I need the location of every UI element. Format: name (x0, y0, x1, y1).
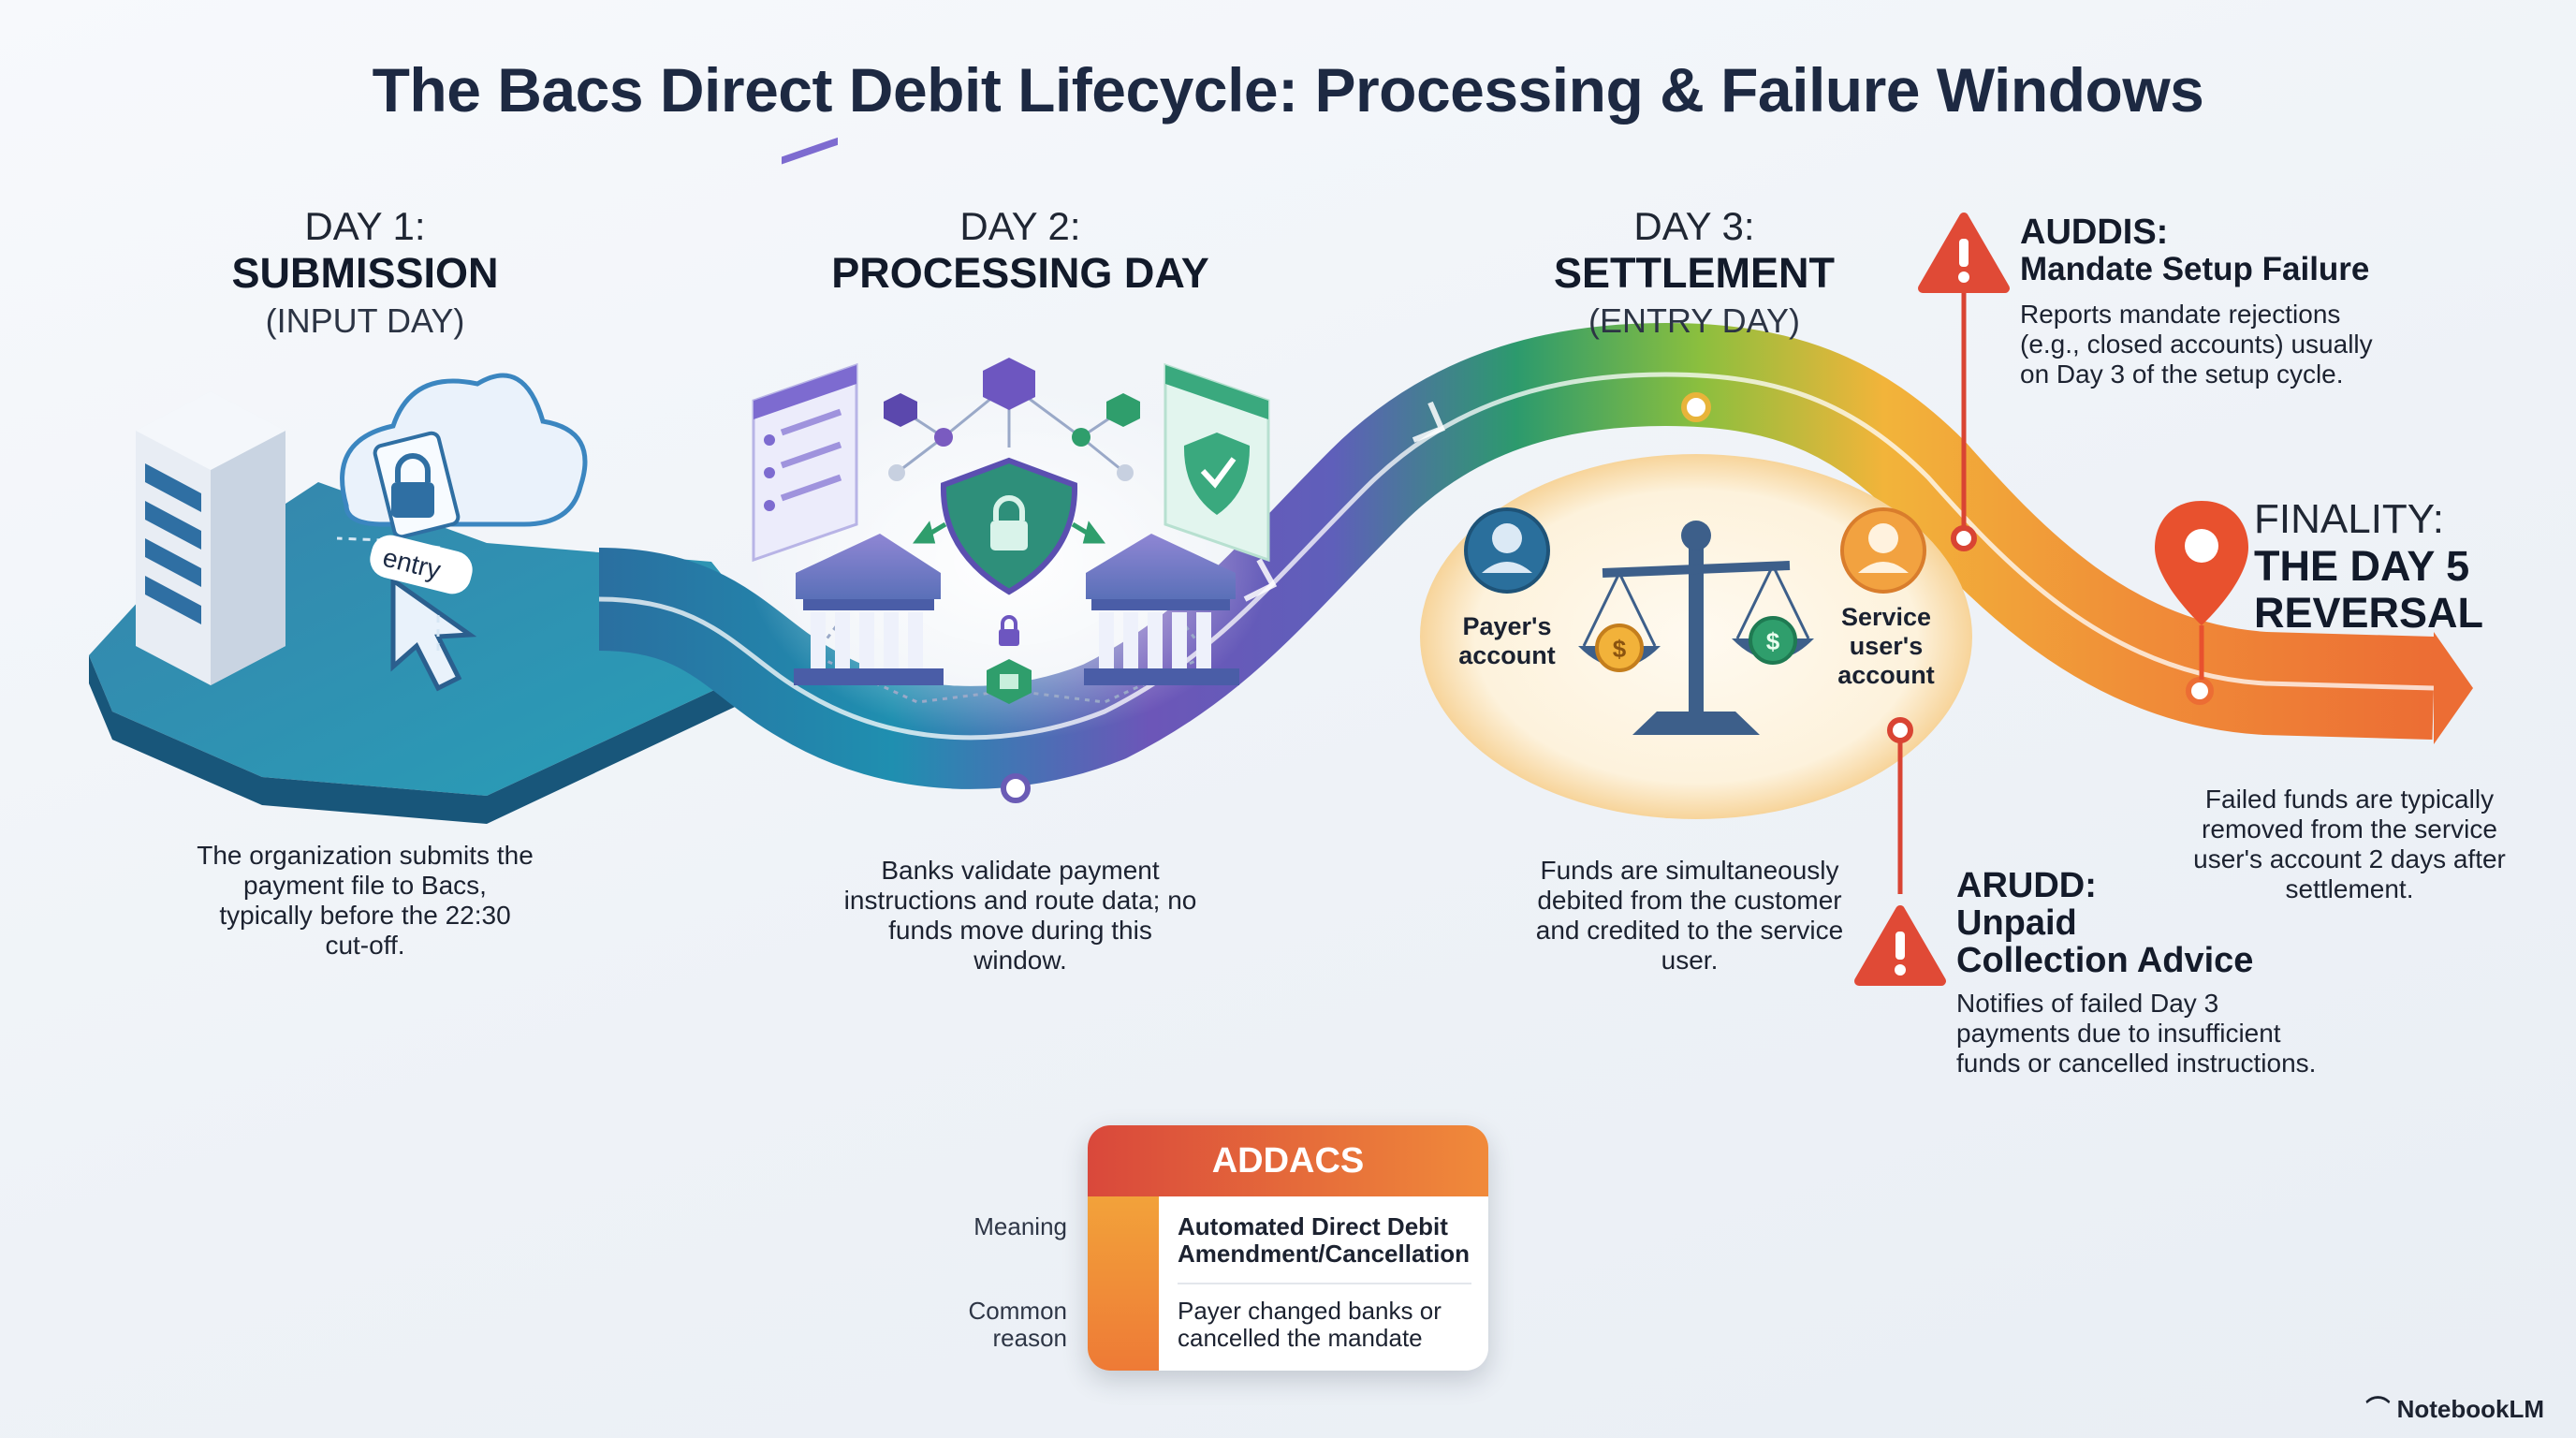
addacs-reason-value: Payer changed banks or cancelled the man… (1178, 1297, 1442, 1352)
page-title: The Bacs Direct Debit Lifecycle: Process… (372, 55, 2204, 125)
stage-day3-description: Funds are simultaneously debited from th… (1535, 856, 1844, 975)
stage-sub: (INPUT DAY) (265, 301, 465, 341)
shield-check-icon (1164, 362, 1270, 563)
stage-name: PROCESSING DAY (831, 249, 1209, 298)
server-icon (136, 391, 285, 685)
arudd-subtitle: Unpaid Collection Advice (1956, 903, 2254, 980)
bank-icon (1084, 534, 1239, 685)
stage-day2-header: DAY 2: PROCESSING DAY (824, 204, 1217, 298)
auddis-pin (1951, 290, 1977, 551)
lock-icon (391, 453, 434, 518)
auddis-subtitle: Mandate Setup Failure (2020, 251, 2370, 287)
coin-icon: $ $ (1595, 616, 1797, 672)
finality-line2: THE DAY 5 (2254, 542, 2470, 590)
cube-icon (983, 358, 1035, 410)
bank-icon (794, 534, 944, 685)
payer-account-label: Payer's account (1458, 612, 1556, 669)
service-user-avatar (1840, 507, 1926, 594)
entry-tag: entry (370, 535, 473, 594)
stage-day1-description: The organization submits the payment fil… (197, 841, 534, 960)
addacs-divider (1178, 1283, 1471, 1284)
finality-node (2186, 677, 2214, 705)
notebooklm-icon: ⌒ (2365, 1395, 2397, 1423)
auddis-title: AUDDIS: (2020, 213, 2169, 252)
location-pin-icon (2155, 501, 2248, 680)
addacs-header: ADDACS (1088, 1125, 1488, 1196)
stage-day2-description: Banks validate payment instructions and … (843, 856, 1197, 975)
cloud-icon (340, 373, 588, 539)
finality-callout: FINALITY: THE DAY 5 REVERSAL (2254, 496, 2535, 637)
addacs-table: ADDACS Automated Direct Debit Amendment/… (1088, 1125, 1488, 1371)
auddis-callout: AUDDIS: Mandate Setup Failure Reports ma… (2020, 213, 2413, 389)
arudd-title: ARUDD: (1956, 866, 2097, 905)
cube-icon (1106, 393, 1140, 427)
finality-label: FINALITY: (2254, 496, 2444, 542)
stage-sub: (ENTRY DAY) (1588, 301, 1801, 341)
arudd-pin (1887, 717, 1913, 894)
finality-description: Failed funds are typically removed from … (2193, 785, 2506, 903)
timeline-arrowhead (2434, 632, 2473, 744)
arudd-callout: ARUDD: Unpaid Collection Advice Notifies… (1956, 867, 2349, 1078)
arudd-body: Notifies of failed Day 3 payments due to… (1956, 989, 2317, 1078)
stage-day3-header: DAY 3: SETTLEMENT (ENTRY DAY) (1498, 204, 1891, 340)
warning-icon (1854, 905, 1946, 986)
addacs-row-label: Common reason (968, 1297, 1067, 1352)
day3-node (1681, 392, 1711, 422)
stage-day: DAY 2: (959, 204, 1081, 248)
addacs-meaning-value: Automated Direct Debit Amendment/Cancell… (1178, 1212, 1471, 1268)
cursor-icon (390, 576, 477, 692)
brand-logo: ⌒ NotebookLM (2365, 1390, 2544, 1425)
auddis-body: Reports mandate rejections (e.g., closed… (2020, 300, 2373, 389)
stage-day: DAY 1: (304, 204, 426, 248)
browser-window-icon (752, 137, 858, 563)
warning-icon (1918, 213, 2010, 293)
svg-text:$: $ (1613, 635, 1627, 663)
day2-node (1001, 773, 1031, 803)
svg-text:$: $ (1766, 627, 1780, 655)
stage-name: SETTLEMENT (1554, 249, 1835, 298)
addacs-icon-strip (1088, 1196, 1159, 1371)
arrow-icon (913, 521, 1105, 544)
cube-icon (884, 393, 917, 427)
finality-line3: REVERSAL (2254, 589, 2484, 637)
stage-name: SUBMISSION (231, 249, 499, 298)
small-lock-icon (999, 615, 1019, 646)
stage-day: DAY 3: (1633, 204, 1755, 248)
stage-day1-header: DAY 1: SUBMISSION (INPUT DAY) (178, 204, 552, 340)
payer-avatar (1464, 507, 1550, 594)
brand-name: NotebookLM (2396, 1395, 2544, 1423)
shield-lock-icon (940, 457, 1078, 595)
addacs-row-label: Meaning (973, 1212, 1067, 1240)
service-user-account-label: Service user's account (1837, 603, 1935, 689)
chip-icon (987, 659, 1032, 704)
